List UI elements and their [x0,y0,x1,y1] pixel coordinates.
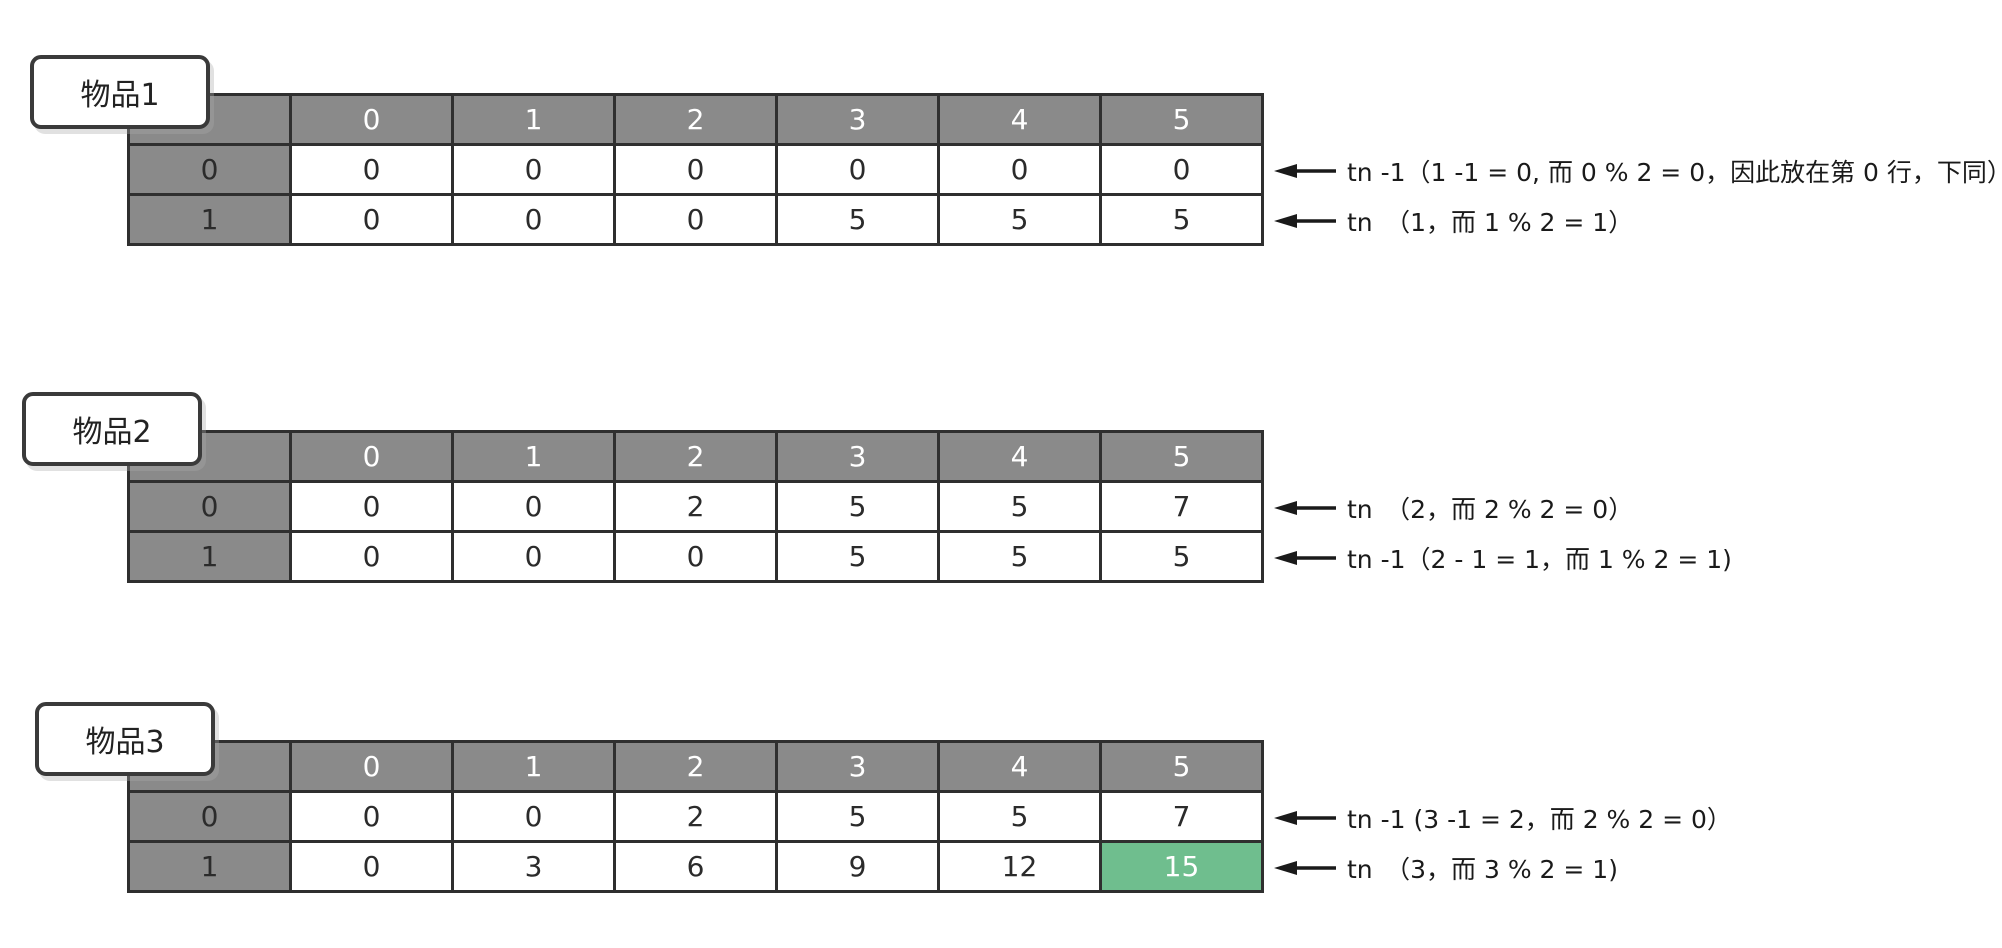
left-arrow-icon [1274,501,1336,515]
dp-cell: 2 [613,790,778,843]
annotation-text: tn （3，而 3 % 2 = 1) [1347,855,1618,884]
item3-label: 物品3 [85,725,165,760]
item3-row-0: 0 0 0 2 5 5 7 [127,790,1264,843]
row-header-cell: 0 [127,480,292,533]
dp-cell: 0 [1099,143,1264,196]
dp-cell: 0 [289,530,454,583]
dp-cell: 3 [451,840,616,893]
row-header-cell: 1 [127,840,292,893]
dp-cell: 5 [775,193,940,246]
row-header-cell: 1 [127,530,292,583]
item1-label: 物品1 [80,78,160,113]
annotation-text: tn （2，而 2 % 2 = 0） [1347,495,1634,524]
item1-row1-annotation: tn （1，而 1 % 2 = 1） [1272,203,1633,239]
dp-cell: 5 [1099,193,1264,246]
col-header-cell: 2 [613,93,778,146]
dp-cell: 0 [451,530,616,583]
dp-cell: 0 [451,143,616,196]
dp-cell: 0 [451,480,616,533]
annotation-text: tn （1，而 1 % 2 = 1） [1347,208,1634,237]
left-arrow-icon [1274,214,1336,228]
item2-header-row: 0 1 2 3 4 5 [127,430,1264,483]
col-header-cell: 3 [775,430,940,483]
dp-cell: 5 [1099,530,1264,583]
row-header-cell: 0 [127,790,292,843]
col-header-cell: 2 [613,740,778,793]
item1-row-0: 0 0 0 0 0 0 0 [127,143,1264,196]
item3-label-box: 物品3 [35,702,215,776]
dp-cell-highlighted: 15 [1099,840,1264,893]
dp-cell: 0 [451,790,616,843]
col-header-cell: 0 [289,93,454,146]
dp-cell: 0 [289,143,454,196]
item2-row0-annotation: tn （2，而 2 % 2 = 0） [1272,490,1633,526]
col-header-cell: 3 [775,93,940,146]
row-header-cell: 1 [127,193,292,246]
item2-table: 0 1 2 3 4 5 0 0 0 2 5 5 7 1 0 0 0 5 5 5 [127,430,1264,583]
item2-row1-annotation: tn -1（2 - 1 = 1，而 1 % 2 = 1) [1272,540,1732,576]
item1-header-row: 0 1 2 3 4 5 [127,93,1264,146]
col-header-cell: 5 [1099,93,1264,146]
dp-cell: 5 [937,193,1102,246]
dp-cell: 5 [937,480,1102,533]
dp-cell: 12 [937,840,1102,893]
dp-cell: 0 [937,143,1102,196]
dp-cell: 0 [613,143,778,196]
annotation-text: tn -1 (3 -1 = 2，而 2 % 2 = 0） [1347,805,1732,834]
dp-cell: 0 [613,530,778,583]
item2-label-box: 物品2 [22,392,202,466]
corner-cell [127,430,292,483]
dp-cell: 9 [775,840,940,893]
row-header-cell: 0 [127,143,292,196]
left-arrow-icon [1274,861,1336,875]
left-arrow-icon [1274,811,1336,825]
item2-label: 物品2 [72,415,152,450]
item3-row1-annotation: tn （3，而 3 % 2 = 1) [1272,850,1618,886]
left-arrow-icon [1274,164,1336,178]
col-header-cell: 0 [289,430,454,483]
dp-cell: 5 [775,480,940,533]
dp-cell: 0 [451,193,616,246]
col-header-cell: 0 [289,740,454,793]
item1-label-box: 物品1 [30,55,210,129]
col-header-cell: 1 [451,93,616,146]
col-header-cell: 1 [451,740,616,793]
item2-row-1: 1 0 0 0 5 5 5 [127,530,1264,583]
col-header-cell: 4 [937,93,1102,146]
dp-cell: 0 [775,143,940,196]
item1-row-1: 1 0 0 0 5 5 5 [127,193,1264,246]
dp-cell: 0 [289,193,454,246]
dp-cell: 5 [775,530,940,583]
dp-cell: 0 [289,480,454,533]
item2-row-0: 0 0 0 2 5 5 7 [127,480,1264,533]
dp-cell: 7 [1099,480,1264,533]
annotation-text: tn -1（1 -1 = 0, 而 0 % 2 = 0，因此放在第 0 行，下同… [1347,158,2002,187]
col-header-cell: 4 [937,430,1102,483]
item3-header-row: 0 1 2 3 4 5 [127,740,1264,793]
col-header-cell: 5 [1099,430,1264,483]
item3-row0-annotation: tn -1 (3 -1 = 2，而 2 % 2 = 0） [1272,800,1732,836]
dp-cell: 0 [289,840,454,893]
item3-row-1: 1 0 3 6 9 12 15 [127,840,1264,893]
annotation-text: tn -1（2 - 1 = 1，而 1 % 2 = 1) [1347,545,1732,574]
col-header-cell: 1 [451,430,616,483]
col-header-cell: 2 [613,430,778,483]
dp-cell: 5 [937,530,1102,583]
dp-cell: 0 [289,790,454,843]
item1-table: 0 1 2 3 4 5 0 0 0 0 0 0 0 1 0 0 0 5 5 5 [127,93,1264,246]
col-header-cell: 3 [775,740,940,793]
dp-cell: 6 [613,840,778,893]
left-arrow-icon [1274,551,1336,565]
dp-cell: 5 [937,790,1102,843]
dp-cell: 0 [613,193,778,246]
dp-cell: 5 [775,790,940,843]
col-header-cell: 4 [937,740,1102,793]
item3-table: 0 1 2 3 4 5 0 0 0 2 5 5 7 1 0 3 6 9 12 1… [127,740,1264,893]
dp-cell: 7 [1099,790,1264,843]
dp-cell: 2 [613,480,778,533]
col-header-cell: 5 [1099,740,1264,793]
item1-row0-annotation: tn -1（1 -1 = 0, 而 0 % 2 = 0，因此放在第 0 行，下同… [1272,153,2002,189]
